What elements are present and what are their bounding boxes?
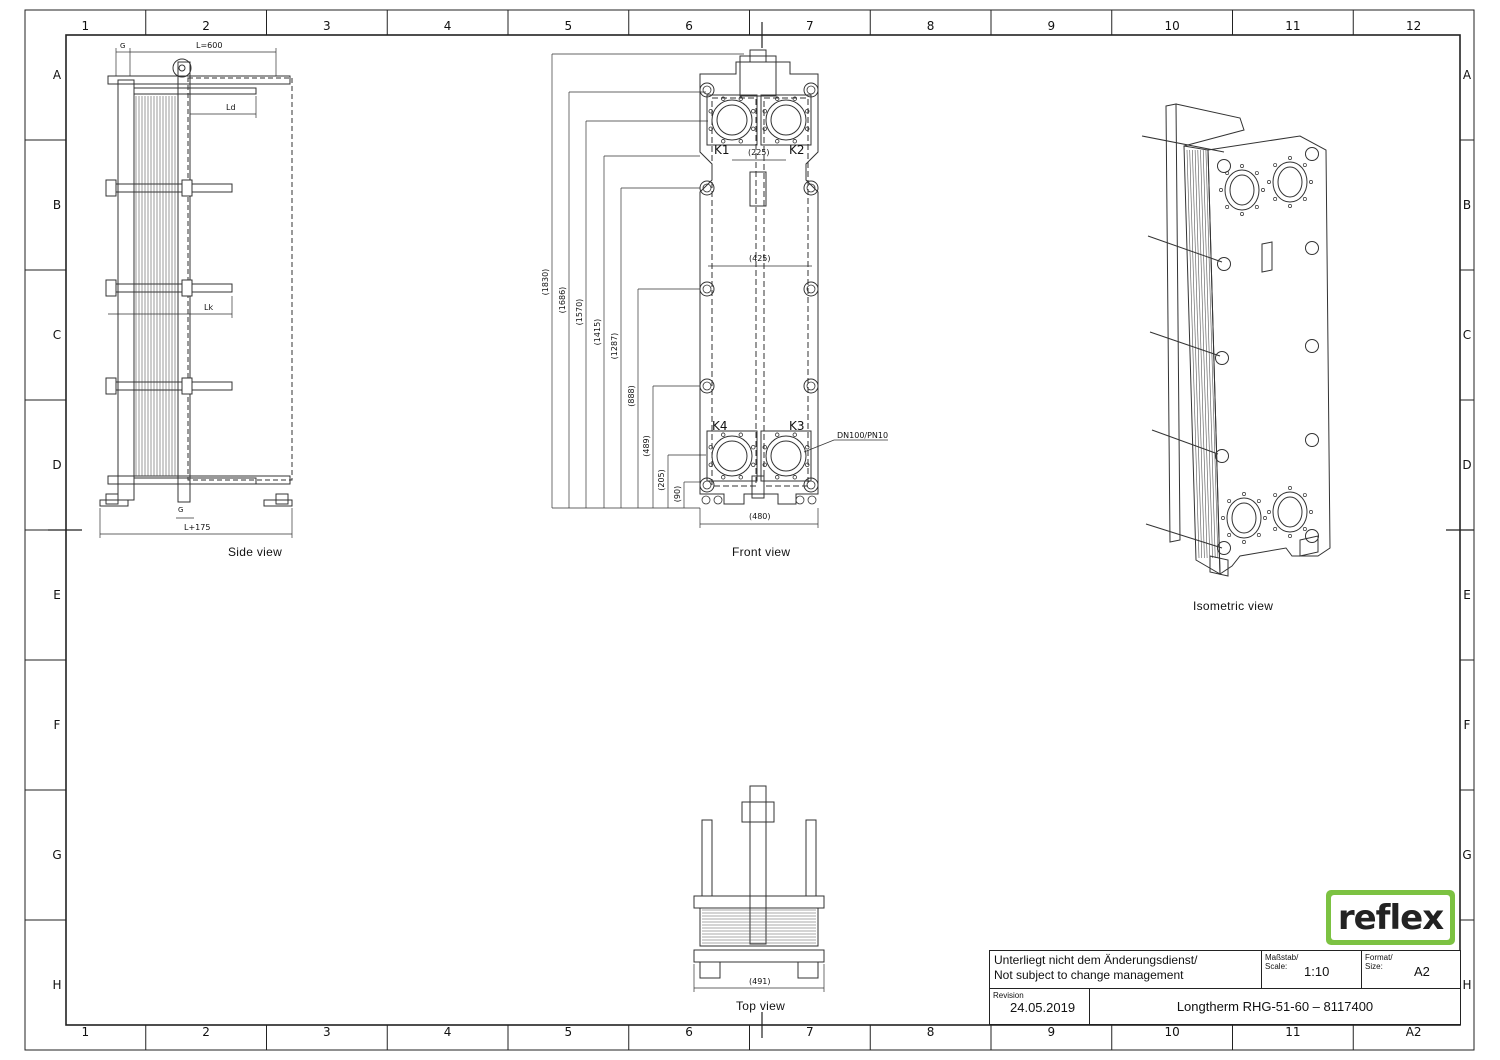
side-dim-lk: Lk <box>204 303 213 312</box>
scale-value: 1:10 <box>1304 964 1330 979</box>
format-value: A2 <box>1414 964 1430 979</box>
front-port-k2: K2 <box>789 143 805 157</box>
scale-label-en: Scale: <box>1265 962 1288 971</box>
grid-col-bottom-A2: A2 <box>1406 1025 1422 1039</box>
format-cell: Format/ Size: A2 <box>1362 951 1460 989</box>
grid-col-top-4: 4 <box>444 19 452 33</box>
grid-row-right-D: D <box>1462 458 1471 472</box>
grid-col-top-8: 8 <box>927 19 935 33</box>
front-vdim-label: (1570) <box>575 299 584 326</box>
front-vdim-label: (1287) <box>610 333 619 360</box>
grid-col-top-9: 9 <box>1048 19 1056 33</box>
grid-col-bottom-8: 8 <box>927 1025 935 1039</box>
top-view-drawing <box>693 785 825 992</box>
front-vdim-label: (205) <box>657 469 666 491</box>
note-line-de: Unterliegt nicht dem Änderungsdienst/ <box>994 953 1198 967</box>
front-port-k3: K3 <box>789 419 805 433</box>
side-dim-ld: Ld <box>226 103 236 112</box>
drawing-title-cell: Longtherm RHG-51-60 – 8117400 <box>1090 989 1460 1024</box>
front-vdim-label: (90) <box>673 486 682 502</box>
grid-col-top-1: 1 <box>82 19 90 33</box>
front-dim-480: (480) <box>749 512 771 521</box>
grid-col-bottom-4: 4 <box>444 1025 452 1039</box>
grid-col-top-11: 11 <box>1285 19 1300 33</box>
top-view-label: Top view <box>736 999 786 1013</box>
scale-label-de: Maßstab/ <box>1265 953 1299 962</box>
front-connection-size: DN100/PN10 <box>837 431 888 440</box>
front-view-dimensions <box>551 53 888 528</box>
grid-col-bottom-3: 3 <box>323 1025 331 1039</box>
grid-row-right-C: C <box>1463 328 1471 342</box>
grid-col-bottom-6: 6 <box>685 1025 693 1039</box>
note-line-en: Not subject to change management <box>994 968 1184 982</box>
front-view-drawing <box>699 49 819 505</box>
centering-marks <box>48 22 1474 1038</box>
grid-col-bottom-9: 9 <box>1048 1025 1056 1039</box>
grid-col-top-10: 10 <box>1164 19 1179 33</box>
grid-row-left-G: G <box>52 848 61 862</box>
grid-col-top-12: 12 <box>1406 19 1421 33</box>
grid-row-right-G: G <box>1462 848 1471 862</box>
front-vdim-label: (489) <box>642 435 651 457</box>
side-dim-g-bottom: G <box>178 506 183 514</box>
front-dim-425: (425) <box>749 254 771 263</box>
format-label-en: Size: <box>1365 962 1383 971</box>
title-block: Unterliegt nicht dem Änderungsdienst/ No… <box>989 950 1461 1025</box>
grid-row-left-B: B <box>53 198 61 212</box>
top-dim-491: (491) <box>749 977 771 986</box>
side-view-label: Side view <box>228 545 283 559</box>
grid-row-right-A: A <box>1463 68 1472 82</box>
format-label-de: Format/ <box>1365 953 1393 962</box>
grid-col-bottom-5: 5 <box>565 1025 573 1039</box>
front-port-k1: K1 <box>714 143 730 157</box>
grid-col-bottom-1: 1 <box>82 1025 90 1039</box>
change-management-note: Unterliegt nicht dem Änderungsdienst/ No… <box>990 951 1262 989</box>
front-view-ports <box>699 82 819 505</box>
grid-col-bottom-11: 11 <box>1285 1025 1300 1039</box>
side-view-drawing <box>99 48 293 538</box>
front-vdim-label: (1415) <box>593 319 602 346</box>
grid-col-bottom-7: 7 <box>806 1025 814 1039</box>
side-dim-g-top: G <box>120 42 125 50</box>
grid-col-bottom-10: 10 <box>1164 1025 1179 1039</box>
grid-row-left-A: A <box>53 68 62 82</box>
isometric-view-ports <box>1215 147 1319 555</box>
grid-col-top-2: 2 <box>202 19 210 33</box>
revision-label: Revision <box>993 991 1024 1000</box>
isometric-view-label: Isometric view <box>1193 599 1274 613</box>
front-vdim-label: (1686) <box>558 287 567 314</box>
front-vertical-dim-labels: (1830) (1686) (1570) (1415) (1287) (888) (489)… <box>541 269 682 503</box>
front-vdim-label: (1830) <box>541 269 550 296</box>
reflex-logo: reflex <box>1326 890 1455 945</box>
grid-col-top-3: 3 <box>323 19 331 33</box>
front-dim-225: (225) <box>748 148 770 157</box>
grid-row-left-H: H <box>52 978 61 992</box>
revision-cell: Revision 24.05.2019 <box>990 989 1090 1024</box>
grid-row-left-E: E <box>53 588 61 602</box>
side-dim-l: L=600 <box>196 41 222 50</box>
front-port-k4: K4 <box>712 419 728 433</box>
front-view-label: Front view <box>732 545 791 559</box>
grid-row-right-F: F <box>1464 718 1471 732</box>
logo-wordmark: reflex <box>1337 897 1444 938</box>
front-vdim-label: (888) <box>627 385 636 407</box>
grid-row-left-C: C <box>53 328 61 342</box>
scale-cell: Maßstab/ Scale: 1:10 <box>1262 951 1362 989</box>
grid-row-right-E: E <box>1463 588 1471 602</box>
grid-col-top-5: 5 <box>565 19 573 33</box>
grid-row-right-H: H <box>1462 978 1471 992</box>
grid-col-top-6: 6 <box>685 19 693 33</box>
grid-row-right-B: B <box>1463 198 1471 212</box>
grid-col-bottom-2: 2 <box>202 1025 210 1039</box>
drawing-title: Longtherm RHG-51-60 – 8117400 <box>1176 999 1374 1014</box>
grid-col-top-7: 7 <box>806 19 814 33</box>
revision-date: 24.05.2019 <box>1010 1000 1076 1015</box>
grid-row-left-D: D <box>52 458 61 472</box>
isometric-view-drawing <box>1141 103 1331 577</box>
side-dim-l175: L+175 <box>184 523 210 532</box>
grid-row-left-F: F <box>54 718 61 732</box>
